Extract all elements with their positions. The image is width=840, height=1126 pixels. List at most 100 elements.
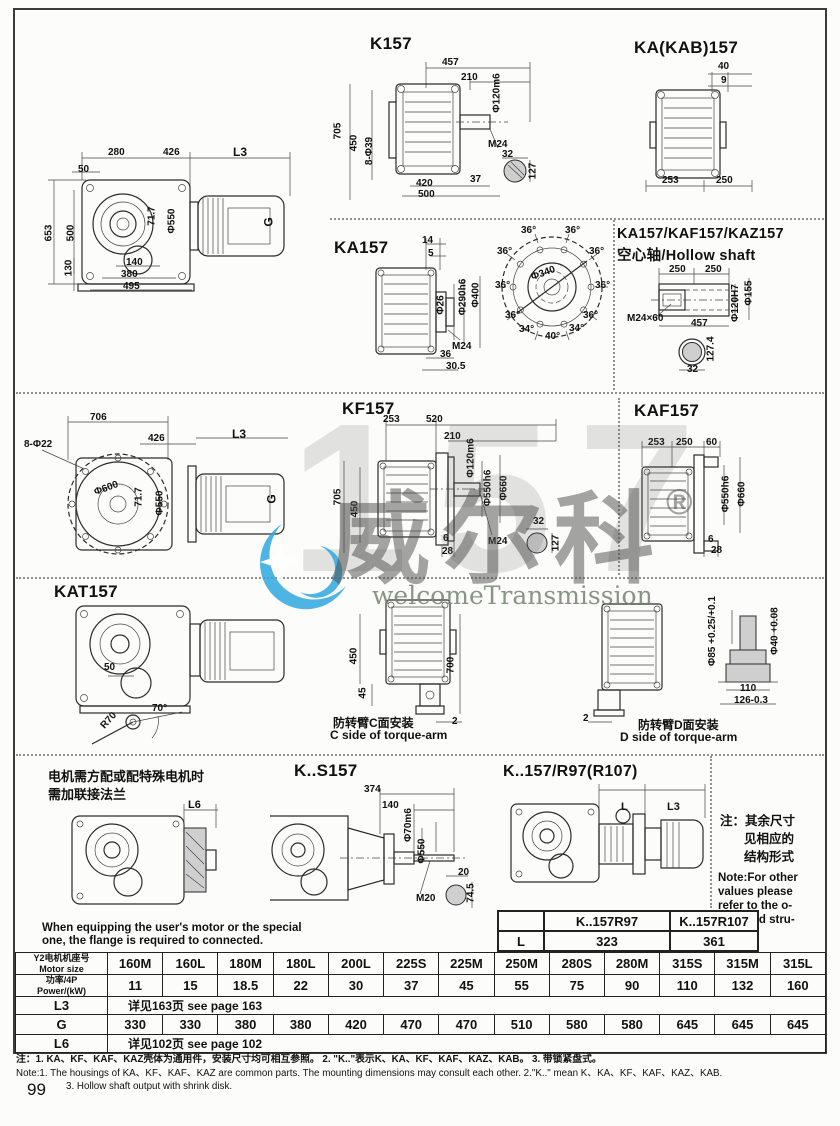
dim-label: 250 <box>705 264 722 275</box>
panel-title: K..157/R97(R107) <box>503 763 638 780</box>
panel-ks157: K..S157 374 140 Φ70m6 Φ550 M20 20 74.5 <box>270 758 495 950</box>
table-cell: 30 <box>327 974 385 997</box>
row-label-zh: 功率/4P <box>45 975 78 986</box>
dim-label: M24 <box>488 139 508 150</box>
kf157-drawing <box>343 419 557 557</box>
dim-label: Φ550h6 <box>482 469 494 507</box>
dim-label: 253 <box>662 175 679 186</box>
table-row-header: Y2电机机座号 Motor size <box>15 952 108 975</box>
dim-label: 705 <box>332 122 344 140</box>
heading-zh-line1: 电机需方配或配特殊电机时 <box>48 769 205 784</box>
dim-label: Φ70m6 <box>402 808 414 842</box>
dotted-separator <box>16 754 824 756</box>
note-en-line1: Note:For other <box>718 872 798 884</box>
table-cell-header: K..157R107 <box>669 910 759 932</box>
heading-zh-line2: 需加联接法兰 <box>48 787 127 802</box>
table-cell: 580 <box>548 1014 605 1035</box>
ka-kab-157-drawing <box>645 72 753 192</box>
panel-kf157: KF157 253 520 210 Φ120m6 Φ550h6 Φ660 705… <box>330 395 620 578</box>
kat157-drawing <box>75 605 285 745</box>
ks157-drawing <box>270 788 473 908</box>
dim-label: 45 <box>357 687 369 699</box>
dim-label: 706 <box>90 412 107 423</box>
panel-title: K157 <box>370 34 412 53</box>
panel-ka-kab-157: KA(KAB)157 40 9 253 250 <box>600 30 826 215</box>
row-label-en: Power/(kW) <box>36 985 86 996</box>
footnote-en2: 3. Hollow shaft output with shrink disk. <box>66 1081 233 1093</box>
torque-arm-c-drawing <box>359 599 462 723</box>
table-cell: 315S <box>659 952 716 975</box>
dim-label: Φ120m6 <box>465 438 477 478</box>
panel-motor-flange-note: 电机需方配或配特殊电机时 需加联接法兰 L6 When equipping th… <box>20 758 302 950</box>
table-cell: 645 <box>769 1014 827 1035</box>
dim-label: 426 <box>163 147 180 158</box>
panel-title: KA157/KAF157/KAZ157 <box>617 226 784 242</box>
panel-flange-circle: Φ340 36° 36° 36° 36° 36° 36° 36° 36° 34°… <box>495 225 620 350</box>
caption-en-line2: one, the flange is required to connected… <box>42 935 264 947</box>
dim-label: 450 <box>349 500 361 518</box>
note-zh-line3: 结构形式 <box>744 850 795 864</box>
dim-label: 380 <box>121 269 138 280</box>
flange-circle-drawing <box>496 233 608 341</box>
dim-label: L3 <box>233 145 248 159</box>
dim-label: 495 <box>123 281 140 292</box>
dim-label: 127 <box>550 534 562 552</box>
panel-k157-r97: K..157/R97(R107) L L3 <box>495 758 710 908</box>
dim-label: 450 <box>348 647 360 665</box>
table-cell: 160 <box>769 974 827 997</box>
table-cell: 200L <box>327 952 385 975</box>
dim-label: 500 <box>65 224 77 242</box>
dim-label: 6 <box>443 533 449 544</box>
dim-label: 9 <box>721 75 727 86</box>
dim-label: M24 <box>488 536 508 547</box>
dim-label: 250 <box>676 437 693 448</box>
dim-label: Φ85 +0.25/+0.1 <box>706 596 718 666</box>
dim-label: L3 <box>667 801 680 813</box>
page-border <box>13 8 827 1054</box>
table-cell-span: 详见102页 see page 102 <box>107 1034 826 1053</box>
table-cell: 160M <box>106 952 164 975</box>
dim-label: 700 <box>445 656 457 674</box>
dim-label: 32 <box>502 149 514 160</box>
dim-label: 210 <box>461 72 478 83</box>
table-cell-label: L <box>497 930 545 952</box>
table-cell: 180L <box>272 952 329 975</box>
table-cell-value: 323 <box>543 930 671 952</box>
dim-label: 30.5 <box>446 361 466 372</box>
dim-label: 40° <box>545 331 561 342</box>
table-cell: 645 <box>714 1014 771 1035</box>
dim-label: 74.5 <box>465 883 477 903</box>
note-en-line3: refer to the o- <box>718 900 793 912</box>
table-cell-span: 详见163页 see page 163 <box>107 996 826 1015</box>
dim-label: Φ26 <box>435 295 447 315</box>
dim-label: 36° <box>497 246 513 257</box>
dim-label: M24×60 <box>627 313 664 324</box>
table-cell: 55 <box>493 974 550 997</box>
table-cell: 330 <box>106 1014 164 1035</box>
dim-label: 127.4 <box>705 336 717 362</box>
dim-label: 37 <box>470 174 482 185</box>
dim-label: 420 <box>416 178 433 189</box>
panel-kaf157: KAF157 253 250 60 Φ550h6 Φ660 6 28 <box>620 395 826 578</box>
dim-label: 426 <box>148 433 165 444</box>
panel-torque-arm-d: 2 Φ85 +0.25/+0.1 Φ40 +0.08 110 126-0.3 防… <box>570 580 826 755</box>
panel-title: KA157 <box>334 238 389 257</box>
dim-label: 250 <box>669 264 686 275</box>
dim-label: 140 <box>126 257 143 268</box>
panel-kf157-side-view: 706 8-Φ22 426 L3 Φ600 71.7 Φ550 G <box>20 400 320 575</box>
panel-title: KAT157 <box>54 582 118 601</box>
dim-label: 20 <box>458 867 470 878</box>
table-cell: 330 <box>162 1014 219 1035</box>
dim-label: Φ660 <box>498 475 510 501</box>
footnotes: 注：1. KA、KF、KAF、KAZ壳体为通用件，安装尺寸均可相互参照。 2. … <box>16 1053 722 1094</box>
dim-label: 457 <box>442 57 459 68</box>
dim-label: 40 <box>718 61 730 72</box>
dim-label: 705 <box>332 488 344 506</box>
dim-label: 34° <box>569 323 585 334</box>
dim-label: 8-Φ39 <box>364 136 376 166</box>
table-cell: 11 <box>106 974 164 997</box>
dim-label: L3 <box>232 427 247 441</box>
dim-label: 126-0.3 <box>734 695 768 706</box>
dotted-separator <box>613 220 615 390</box>
